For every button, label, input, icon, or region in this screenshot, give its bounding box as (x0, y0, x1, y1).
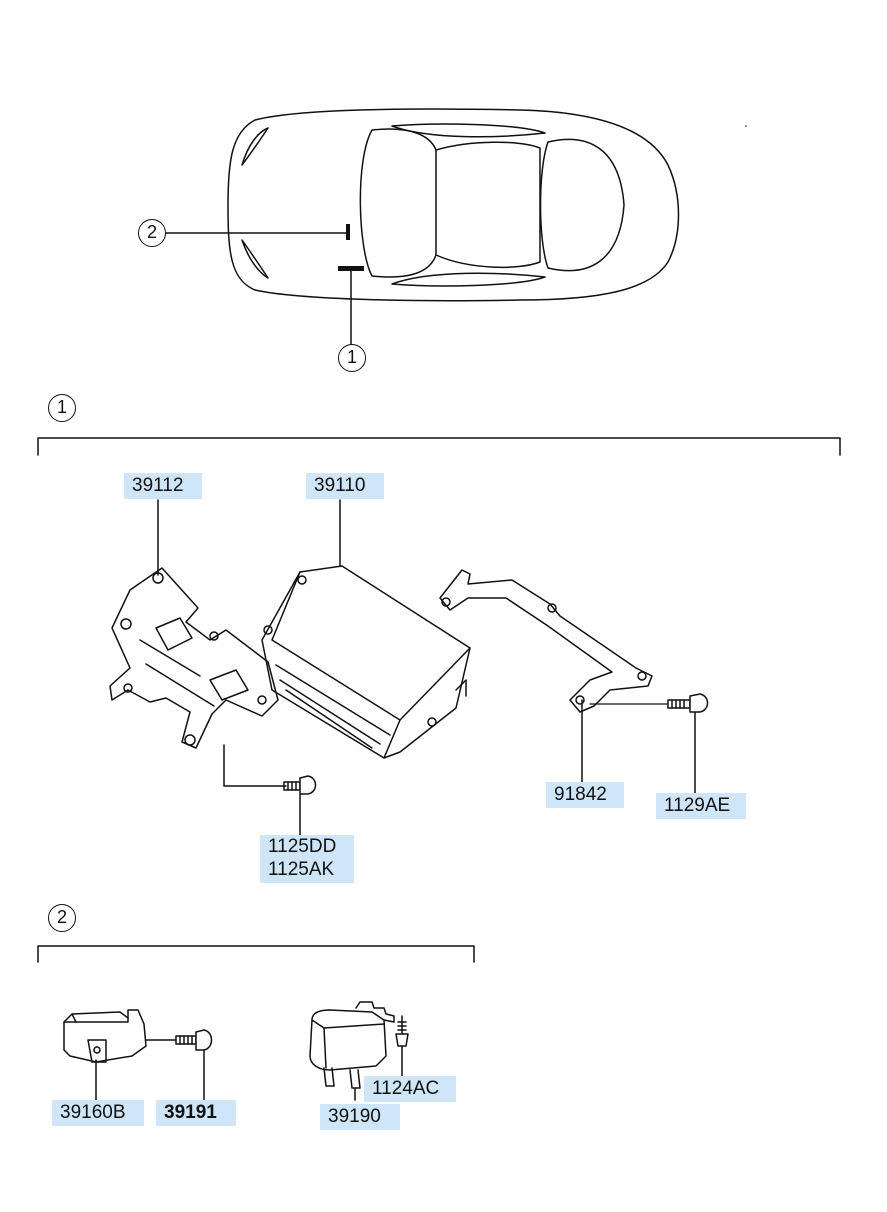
part-label-1125dd-1125ak[interactable]: 1125DD 1125AK (260, 835, 354, 883)
part-label-1129ae[interactable]: 1129AE (656, 793, 746, 819)
part-label-39191[interactable]: 39191 (156, 1100, 236, 1126)
section-one-number: 1 (48, 394, 76, 422)
part-label-39160b[interactable]: 39160B (52, 1100, 144, 1126)
part-label-1124ac[interactable]: 1124AC (364, 1076, 456, 1102)
callout-car-2: 2 (138, 219, 166, 247)
bolt-right (667, 693, 709, 713)
car-top-view (165, 108, 680, 345)
section-two-bracket (37, 945, 475, 963)
section-one-leaders (157, 499, 696, 836)
relay-large (309, 1001, 395, 1101)
right-bracket (439, 569, 669, 713)
part-label-39112[interactable]: 39112 (124, 473, 202, 499)
screw-39191 (175, 1029, 213, 1101)
section-two-number: 2 (48, 904, 76, 932)
screw-1124ac (395, 1015, 409, 1077)
part-label-39190[interactable]: 39190 (320, 1104, 400, 1130)
part-label-91842[interactable]: 91842 (546, 782, 624, 808)
bolt-lower (283, 775, 317, 795)
relay-small (63, 1009, 177, 1101)
callout-car-1: 1 (338, 344, 366, 372)
part-label-39110[interactable]: 39110 (306, 473, 384, 499)
left-bracket (109, 567, 279, 749)
section-one-bracket (37, 437, 841, 456)
ecu-module (261, 565, 471, 759)
